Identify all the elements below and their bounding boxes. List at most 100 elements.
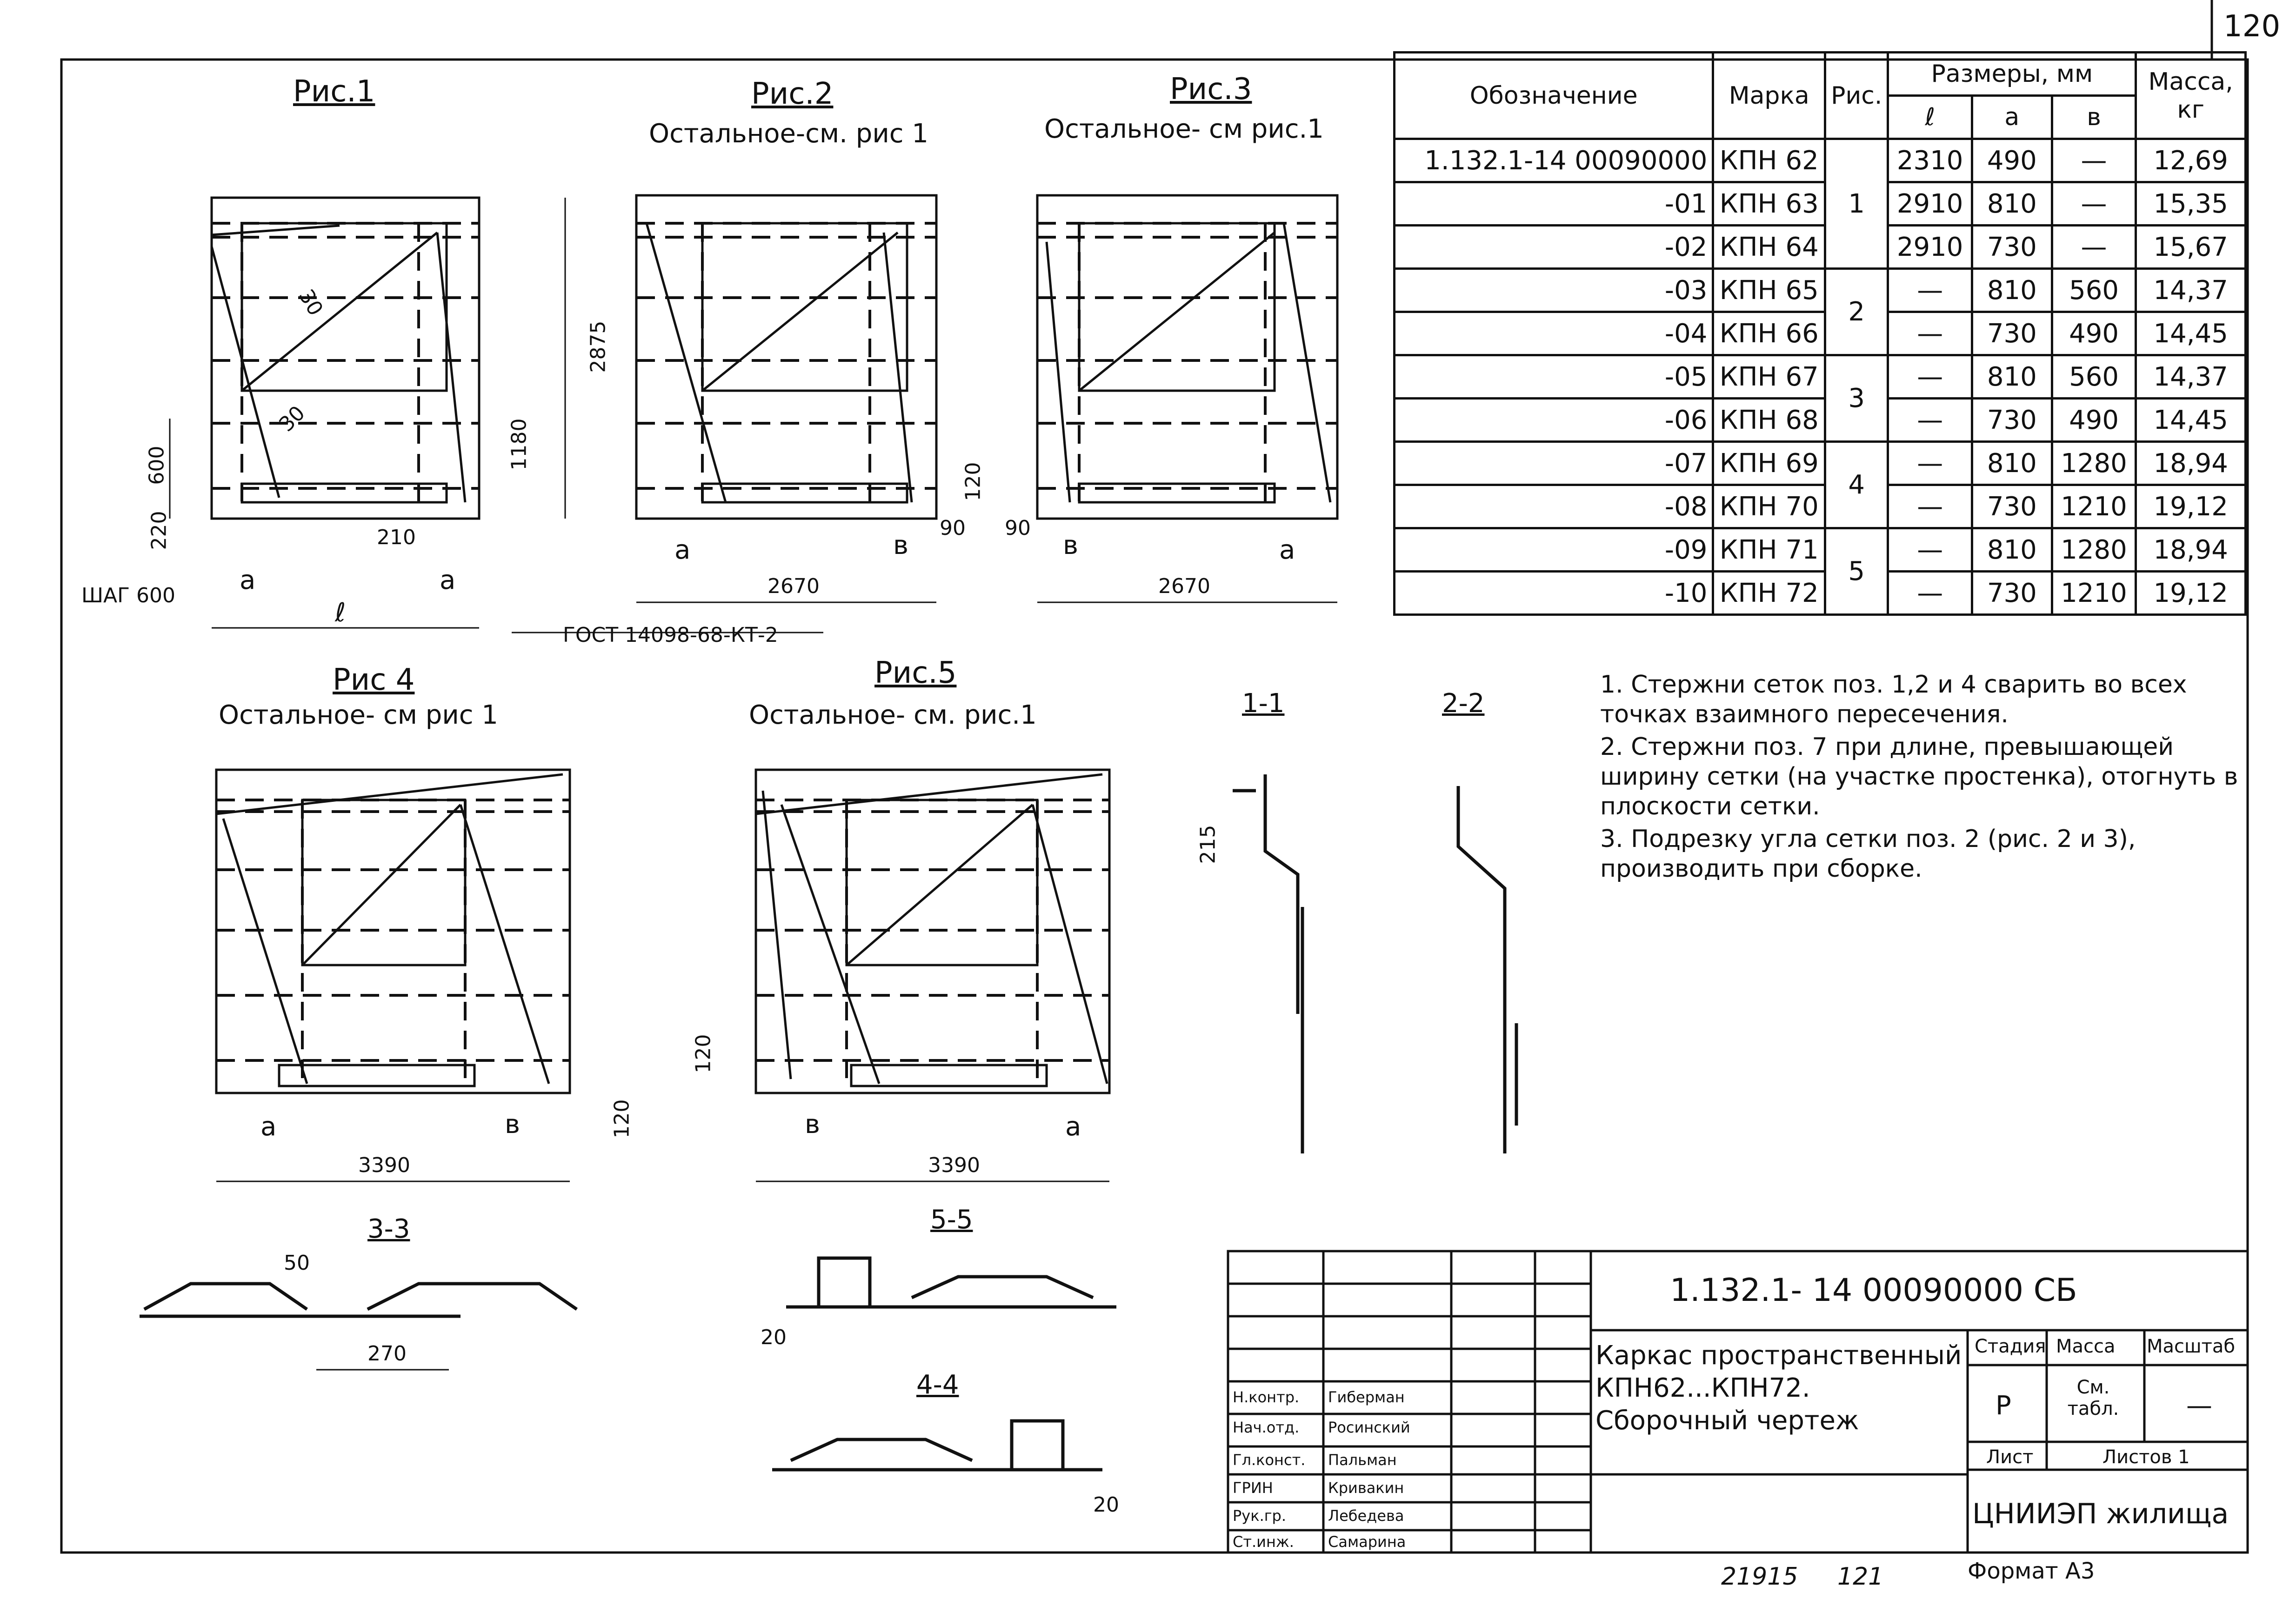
- a-cell: 810: [1971, 181, 2053, 227]
- dim-270: 270: [367, 1342, 407, 1366]
- mark-cell: КПН 66: [1712, 311, 1827, 356]
- mass-value: См. табл.: [2067, 1377, 2119, 1419]
- mass-cell: 14,37: [2135, 354, 2247, 400]
- fig5-title: Рис.5: [874, 656, 957, 690]
- note-3: 3. Подрезку угла сетки поз. 2 (рис. 2 и …: [1600, 825, 2136, 883]
- mass-header: Масса: [2056, 1336, 2116, 1357]
- dim-fig3-90: 90: [1005, 516, 1031, 540]
- section-3-3-title: 3-3: [367, 1214, 410, 1244]
- role-5: Рук.гр.: [1233, 1507, 1287, 1525]
- l-cell: —: [1887, 527, 1973, 573]
- mass-cell: 14,37: [2135, 267, 2247, 313]
- a-cell: 730: [1971, 484, 2053, 529]
- dim-fig2-b: в: [893, 530, 909, 560]
- header-sizes: Размеры, мм: [1887, 51, 2137, 97]
- dim-gost: ГОСТ 14098-68-КТ-2: [563, 623, 778, 647]
- mass-cell: 15,67: [2135, 224, 2247, 270]
- scale-header: Масштаб: [2147, 1336, 2236, 1357]
- mark-cell: КПН 67: [1712, 354, 1827, 400]
- document-code: 1.132.1- 14 00090000 СБ: [1670, 1272, 2077, 1309]
- role-3: Гл.конст.: [1233, 1451, 1306, 1469]
- dim-fig4-3390: 3390: [358, 1153, 410, 1177]
- b-cell: 1210: [2050, 484, 2137, 529]
- designation-cell: -10: [1393, 570, 1715, 616]
- a-cell: 730: [1971, 311, 2053, 356]
- fig4-subtitle: Остальное- см рис 1: [219, 700, 498, 730]
- header-b: в: [2050, 94, 2137, 140]
- header-mark: Марка: [1712, 51, 1827, 140]
- section-2-2-title: 2-2: [1442, 688, 1485, 719]
- b-cell: 1280: [2050, 440, 2137, 486]
- fig2-subtitle: Остальное-см. рис 1: [649, 119, 928, 149]
- section-5-5-title: 5-5: [930, 1205, 973, 1235]
- l-cell: —: [1887, 267, 1973, 313]
- l-cell: —: [1887, 311, 1973, 356]
- fig3-subtitle: Остальное- см рис.1: [1044, 114, 1324, 144]
- sheet-frame: [60, 58, 2249, 1554]
- l-cell: —: [1887, 397, 1973, 443]
- mark-cell: КПН 63: [1712, 181, 1827, 227]
- header-designation: Обозначение: [1393, 51, 1715, 140]
- designation-cell: -08: [1393, 484, 1715, 529]
- stage-value: Р: [1996, 1391, 2011, 1421]
- name-4: Кривакин: [1328, 1479, 1404, 1497]
- dim-fig4-b: в: [505, 1109, 521, 1140]
- mass-cell: 15,35: [2135, 181, 2247, 227]
- sheets-label: Листов 1: [2102, 1446, 2190, 1468]
- b-cell: 490: [2050, 397, 2137, 443]
- l-cell: 2310: [1887, 138, 1973, 183]
- designation-cell: -02: [1393, 224, 1715, 270]
- header-l: ℓ: [1887, 94, 1973, 140]
- designation-cell: 1.132.1-14 00090000: [1393, 138, 1715, 183]
- document-title: Каркас пространственный КПН62...КПН72. С…: [1595, 1340, 1962, 1436]
- fig5-graphic: [754, 768, 1111, 1094]
- dim-fig1-a-right: a: [440, 565, 456, 595]
- designation-cell: -05: [1393, 354, 1715, 400]
- mark-cell: КПН 64: [1712, 224, 1827, 270]
- dim-1180: 1180: [507, 418, 531, 471]
- fig2-title: Рис.2: [751, 77, 834, 111]
- dim-fig1-a-left: a: [240, 565, 256, 595]
- designation-cell: -09: [1393, 527, 1715, 573]
- b-cell: —: [2050, 138, 2137, 183]
- dim-fig3-b: в: [1063, 530, 1079, 560]
- dim-fig5-a: a: [1065, 1112, 1081, 1142]
- role-2: Нач.отд.: [1233, 1419, 1300, 1436]
- dim-fig2-2670: 2670: [768, 574, 820, 598]
- dim-fig5-120: 120: [691, 1034, 715, 1073]
- designation-cell: -06: [1393, 397, 1715, 443]
- b-cell: 1210: [2050, 570, 2137, 616]
- a-cell: 730: [1971, 570, 2053, 616]
- mass-cell: 18,94: [2135, 440, 2247, 486]
- mark-cell: КПН 69: [1712, 440, 1827, 486]
- section-1-1-graphic: [1233, 774, 1304, 1153]
- fig-cell: 4: [1824, 440, 1889, 529]
- mark-cell: КПН 62: [1712, 138, 1827, 183]
- dim-fig2-90: 90: [940, 516, 966, 540]
- dim-fig2-120: 120: [961, 462, 985, 501]
- dim-50: 50: [284, 1251, 310, 1275]
- section-4-4-title: 4-4: [916, 1370, 959, 1400]
- specification-table: Обозначение Марка Рис. Размеры, мм Масса…: [1393, 51, 2247, 616]
- dim-220: 220: [147, 511, 171, 550]
- footer-format: Формат А3: [1968, 1558, 2095, 1584]
- fig5-subtitle: Остальное- см. рис.1: [749, 700, 1037, 730]
- mass-cell: 14,45: [2135, 397, 2247, 443]
- note-1: 1. Стержни сеток поз. 1,2 и 4 сварить во…: [1600, 671, 2187, 728]
- l-cell: —: [1887, 570, 1973, 616]
- dim-215: 215: [1196, 825, 1220, 864]
- fig4-title: Рис 4: [333, 663, 415, 697]
- fig4-graphic: [215, 768, 571, 1094]
- sheet-label: Лист: [1986, 1446, 2034, 1468]
- dim-fig1-l: ℓ: [335, 598, 346, 628]
